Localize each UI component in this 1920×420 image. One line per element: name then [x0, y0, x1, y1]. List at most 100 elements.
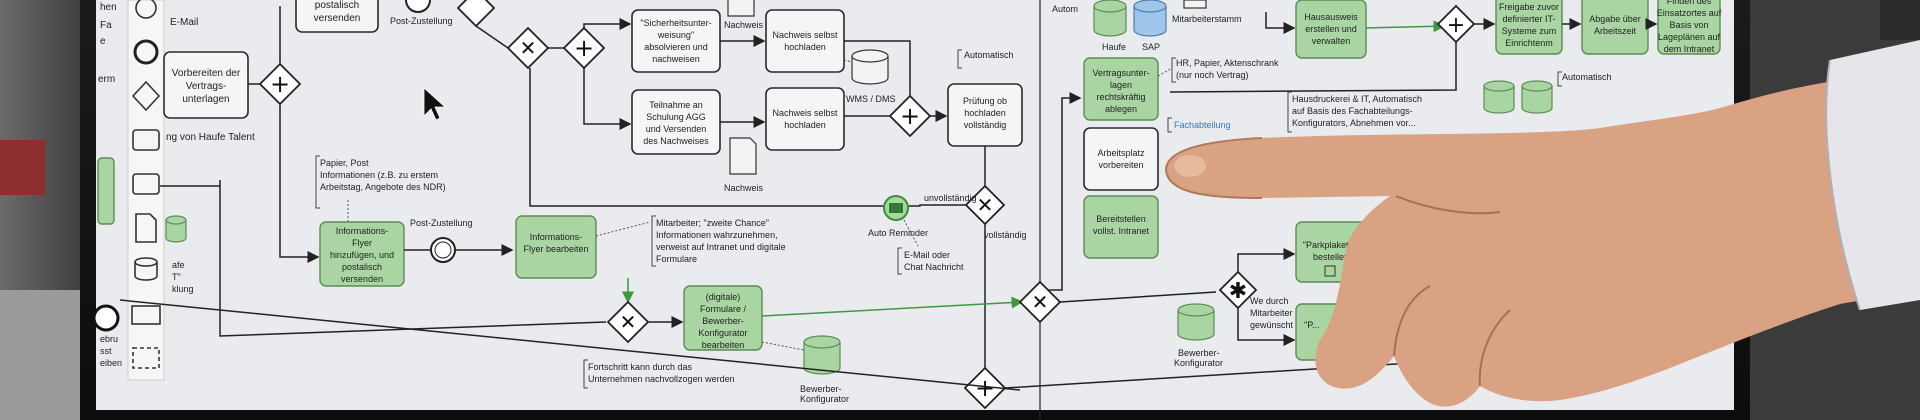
annotation-bracket — [651, 215, 656, 267]
task-label: Arbeitszeit — [1594, 26, 1637, 36]
annotation-bracket — [957, 49, 962, 69]
task-label: erstellen und — [1305, 24, 1357, 34]
task-tool[interactable] — [132, 129, 160, 151]
task-label: "Parkplakette" — [1303, 240, 1359, 250]
pointing-hand — [1164, 0, 1920, 407]
we-durch-2: Mitarbeiter — [1250, 308, 1293, 318]
task-nachweis-1 — [765, 9, 845, 73]
wms-label: WMS / DMS — [846, 94, 896, 104]
red-object — [0, 140, 45, 195]
gateway-symbol: + — [270, 70, 290, 98]
task-label: definierter IT- — [1502, 14, 1555, 24]
assoc-line — [595, 221, 651, 237]
timer-inner — [434, 241, 452, 259]
task-label: vorbereiten — [1098, 160, 1143, 170]
gateway-tool[interactable] — [131, 80, 161, 112]
task-label: postalisch — [342, 262, 382, 272]
hr-papier-2: (nur noch Vertrag) — [1176, 70, 1249, 80]
annotation-bracket — [897, 247, 902, 275]
task-label: ablegen — [1105, 104, 1137, 114]
data-store-tool[interactable] — [134, 257, 158, 281]
task-label: Bereitstellen — [1096, 214, 1146, 224]
flow-line — [219, 180, 607, 337]
subprocess-tool[interactable] — [132, 173, 160, 195]
task-label: Formulare / — [700, 304, 747, 314]
left-fragment: sst — [100, 346, 112, 356]
left-fragment: erm — [98, 74, 115, 85]
task-hausausweis — [1295, 0, 1367, 59]
papier-text-1: Papier, Post — [320, 158, 369, 168]
annotation-bracket — [1171, 57, 1176, 83]
doc-nachweis-top — [727, 0, 755, 17]
task-label: hochladen — [784, 120, 826, 130]
task-finden — [1657, 0, 1721, 55]
gateway-exclusive-3 — [606, 300, 650, 344]
task-label: Vorbereiten der — [172, 68, 241, 79]
task-label: versenden — [314, 13, 361, 24]
datastore-sap — [1133, 0, 1167, 37]
post-zustellung-top: Post-Zustellung — [390, 16, 453, 26]
fachabteilung-label: Fachabteilung — [1174, 120, 1231, 130]
flow-line-green — [1365, 20, 1446, 33]
gateway-symbol: ✕ — [520, 36, 537, 60]
gateway-symbol: + — [975, 374, 995, 402]
task-label: Arbeitsplatz — [1097, 148, 1145, 158]
doc-mitarbeiterstamm — [1183, 0, 1207, 9]
group-tool[interactable] — [132, 347, 160, 369]
task-label: hochladen — [964, 108, 1006, 118]
task-label: Teilnahme an — [649, 100, 703, 110]
task-label: Prüfung ob — [963, 96, 1007, 106]
flow-line — [1169, 42, 1457, 93]
left-fragment: afe — [172, 260, 185, 270]
task-vorbereiten — [163, 51, 249, 119]
task-freigabe — [1495, 0, 1563, 55]
left-datastore — [165, 215, 187, 243]
assoc-line — [903, 219, 919, 247]
gateway-parallel-3 — [888, 94, 932, 138]
bewerber-label-2: Konfigurator — [800, 394, 849, 404]
mitarbeiter-text-2: Informationen wahrzunehmen, — [656, 230, 778, 240]
flow-line — [1059, 291, 1217, 303]
auto-reminder-label: Auto Reminder — [868, 228, 928, 238]
task-label: "Sicherheitsunter- — [640, 18, 711, 28]
automatisch-label: Automatisch — [964, 50, 1014, 60]
nachweis-label: Nachweis — [724, 183, 764, 193]
task-info-bearbeiten — [515, 215, 597, 279]
datastore-wms — [851, 49, 889, 85]
doc-nachweis — [729, 137, 757, 175]
task-label: nachweisen — [652, 54, 700, 64]
datastore-bewerber — [803, 335, 841, 375]
hausdruckerei-2: auf Basis des Fachabteilungs- — [1292, 106, 1413, 116]
left-fragment: ebru — [100, 334, 118, 344]
assoc-line — [761, 341, 805, 351]
nachweis-label-top: Nachweis — [724, 20, 764, 30]
task-label: Flyer — [352, 238, 372, 248]
desk — [0, 290, 90, 420]
data-object-tool[interactable] — [135, 213, 157, 243]
task-label: unterlagen — [182, 94, 229, 105]
task-label: Informations- — [530, 232, 583, 242]
task-label: dem Intranet — [1664, 44, 1715, 54]
flow-line — [279, 104, 320, 263]
flow-line — [583, 68, 632, 130]
left-fragment: Fa — [100, 20, 112, 31]
start-event-tool[interactable] — [135, 0, 157, 19]
left-fragment: T" — [172, 272, 181, 282]
vollstaendig-label: vollständig — [984, 230, 1027, 240]
sap-label: SAP — [1142, 42, 1160, 52]
datastore-haufe — [1093, 0, 1127, 37]
task-label: bearbeiten — [702, 340, 745, 350]
gateway-symbol: + — [574, 34, 594, 62]
task-label: lagen — [1110, 80, 1132, 90]
task-label: Hausausweis — [1304, 12, 1358, 22]
pool-tool[interactable] — [131, 305, 161, 325]
subprocess-marker — [1324, 265, 1336, 277]
gateway-symbol: ✱ — [1229, 279, 1247, 304]
flow-line — [583, 18, 632, 30]
annotation-bracket — [1287, 91, 1292, 133]
task-label: Freigabe zuvor — [1499, 2, 1559, 12]
task-label: Nachweis selbst — [772, 30, 838, 40]
end-event-tool[interactable] — [133, 39, 159, 65]
flow-line — [119, 299, 1021, 391]
